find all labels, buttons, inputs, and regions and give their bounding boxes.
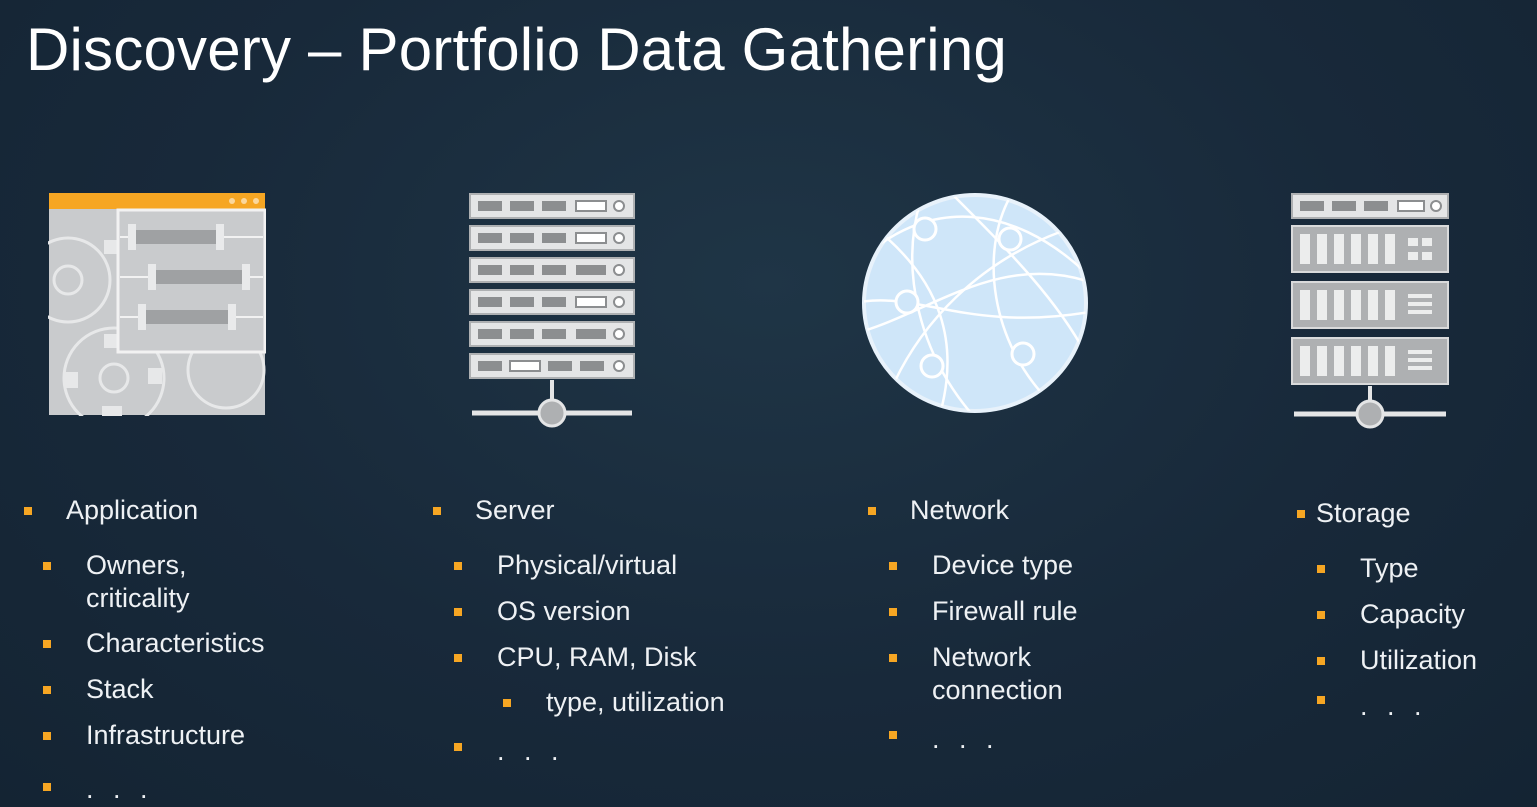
list-item: Utilization [1317,644,1531,677]
bullet-icon [1317,611,1325,619]
application-column: Application Owners, criticality Characte… [24,494,316,806]
storage-array-icon [1291,193,1449,429]
bullet-icon [503,699,511,707]
list-item: . . . [454,735,775,768]
sub-list-item: type, utilization [503,686,775,719]
bullet-icon [454,743,462,751]
bullet-icon [454,562,462,570]
bullet-icon [43,640,51,648]
list-item: Capacity [1317,598,1531,631]
network-column: Network Device type Firewall rule Networ… [868,494,1170,756]
slide-title: Discovery – Portfolio Data Gathering [26,16,1007,83]
list-item: . . . [43,773,316,806]
bullet-icon [868,507,876,515]
list-item: Firewall rule [889,595,1170,628]
application-gears-window-icon [48,193,266,416]
bullet-icon [43,732,51,740]
list-item: Characteristics [43,627,316,660]
list-item: Stack [43,673,316,706]
list-item: Network connection [889,641,1092,707]
bullet-icon [24,507,32,515]
bullet-icon [889,654,897,662]
bullet-icon [454,608,462,616]
storage-heading: Storage [1297,497,1531,530]
bullet-icon [889,608,897,616]
bullet-icon [1317,565,1325,573]
list-item: Physical/virtual [454,549,775,582]
server-heading: Server [433,494,775,527]
list-item: OS version [454,595,775,628]
list-item: Device type [889,549,1170,582]
bullet-icon [43,686,51,694]
bullet-icon [889,731,897,739]
list-item: Type [1317,552,1531,585]
bullet-icon [43,783,51,791]
network-globe-icon [862,193,1088,413]
bullet-icon [454,654,462,662]
storage-column: Storage Type Capacity Utilization . . . [1297,497,1531,723]
bullet-icon [889,562,897,570]
bullet-icon [1297,510,1305,518]
bullet-icon [1317,657,1325,665]
application-heading: Application [24,494,316,527]
bullet-icon [43,562,51,570]
list-item: . . . [889,723,1170,756]
bullet-icon [433,507,441,515]
server-rack-icon [469,193,635,428]
network-heading: Network [868,494,1170,527]
list-item: CPU, RAM, Disk [454,641,775,674]
list-item: Owners, criticality [43,549,246,615]
list-item: Infrastructure [43,719,316,752]
bullet-icon [1317,696,1325,704]
server-column: Server Physical/virtual OS version CPU, … [433,494,775,768]
list-item: . . . [1317,690,1531,723]
